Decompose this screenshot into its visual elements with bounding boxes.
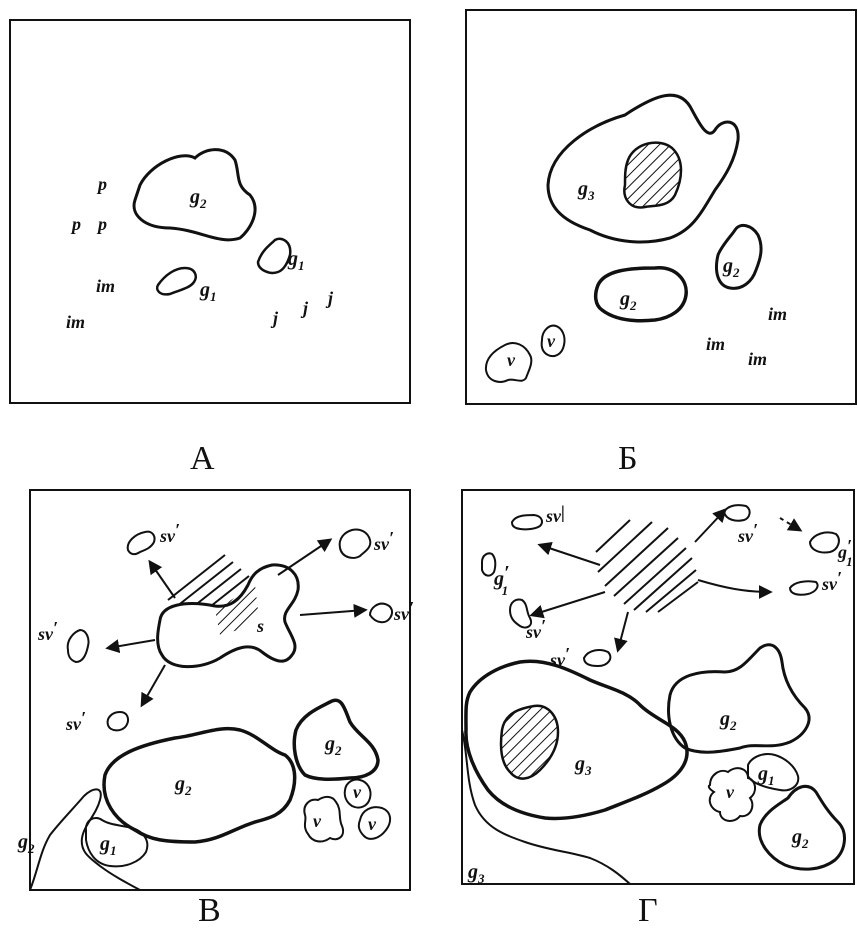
grain-g1 (86, 818, 147, 866)
label-p-2: p (70, 214, 81, 234)
label-sv-2: sv′ (373, 528, 394, 554)
label-s: s (256, 616, 264, 636)
hatched-core-b (624, 143, 681, 208)
caption-a: А (190, 440, 215, 478)
label-im-2: im (66, 312, 85, 332)
label-g3-large: g3 (574, 753, 592, 778)
caption-g: Г (638, 892, 658, 930)
caption-v: В (198, 892, 221, 930)
grain-v-1 (304, 797, 343, 842)
label-g2-upper: g2 (719, 708, 737, 733)
label-j-1: j (270, 308, 279, 328)
label-g2-large: g2 (174, 773, 192, 798)
label-g2-edge: g2 (17, 831, 35, 856)
grain-sv-3 (370, 604, 392, 623)
grain-sv-5 (584, 650, 610, 666)
panel-g-frame (462, 490, 854, 884)
label-g2-right: g2 (722, 255, 740, 280)
label-v-2: v (353, 782, 362, 802)
hatched-core-g (501, 706, 558, 779)
label-v-2: v (547, 331, 556, 351)
label-g3: g3 (577, 178, 595, 203)
caption-b: Б (618, 440, 638, 478)
grain-g2-upper (669, 645, 809, 752)
grain-sv-2 (340, 529, 371, 557)
label-v-1: v (313, 811, 322, 831)
grain-g2-large (104, 729, 295, 842)
panel-a-frame (10, 20, 410, 403)
grain-g1-upperright (810, 532, 839, 552)
label-v-3: v (368, 814, 377, 834)
label-g1-right: g1 (287, 248, 305, 273)
grain-g1-left (157, 268, 196, 294)
label-g2-right: g2 (324, 733, 342, 758)
label-sv-1: sv| (545, 502, 565, 526)
label-sv-2: sv′ (525, 616, 546, 642)
label-im-1: im (768, 304, 787, 324)
label-sv-3: sv′ (737, 520, 758, 546)
hatch-lines-g (596, 520, 698, 612)
label-p-3: p (96, 214, 107, 234)
label-g1: g1 (99, 833, 117, 858)
label-sv-4: sv′ (821, 568, 842, 594)
label-g2-lower: g2 (791, 826, 809, 851)
panel-v: s sv′ sv′ sv′ sv′ sv′ g2 g2 g2 g1 v v v (0, 480, 430, 895)
label-p-1: p (96, 174, 107, 194)
panel-b: g3 g2 g2 im im im v v (430, 0, 858, 420)
label-g1-upperleft: g′1 (493, 562, 510, 598)
grain-sv-5 (108, 712, 128, 730)
label-j-3: j (325, 288, 334, 308)
label-g2: g2 (189, 186, 207, 211)
grain-g2-middle (596, 268, 687, 321)
grain-sv-4 (68, 630, 89, 662)
grain-sv-1 (128, 532, 155, 555)
label-im-1: im (96, 276, 115, 296)
label-sv-4: sv′ (37, 618, 58, 644)
grain-sv-1 (512, 515, 542, 529)
label-v: v (726, 782, 735, 802)
panel-g: sv| g′1 sv′ sv′ g′1 sv′ sv′ g3 g3 g2 v g… (430, 480, 858, 895)
label-im-3: im (748, 349, 767, 369)
grain-g3-large (466, 661, 687, 818)
label-sv-5: sv′ (65, 708, 86, 734)
grain-sv-4 (790, 581, 818, 595)
label-sv-1: sv′ (159, 520, 180, 546)
label-g1-lower: g1 (757, 763, 775, 788)
label-v-1: v (507, 350, 516, 370)
label-g2-middle: g2 (619, 288, 637, 313)
label-im-2: im (706, 334, 725, 354)
label-g3-edge: g3 (467, 861, 485, 886)
grain-g2-right (294, 700, 378, 779)
grain-sv-3 (724, 505, 750, 521)
panel-b-frame (466, 10, 856, 404)
grain-g1-right (258, 239, 290, 273)
label-g1-left: g1 (199, 279, 217, 304)
panel-a: g2 g1 g1 p p p im im j j j (0, 0, 430, 420)
label-j-2: j (300, 298, 309, 318)
